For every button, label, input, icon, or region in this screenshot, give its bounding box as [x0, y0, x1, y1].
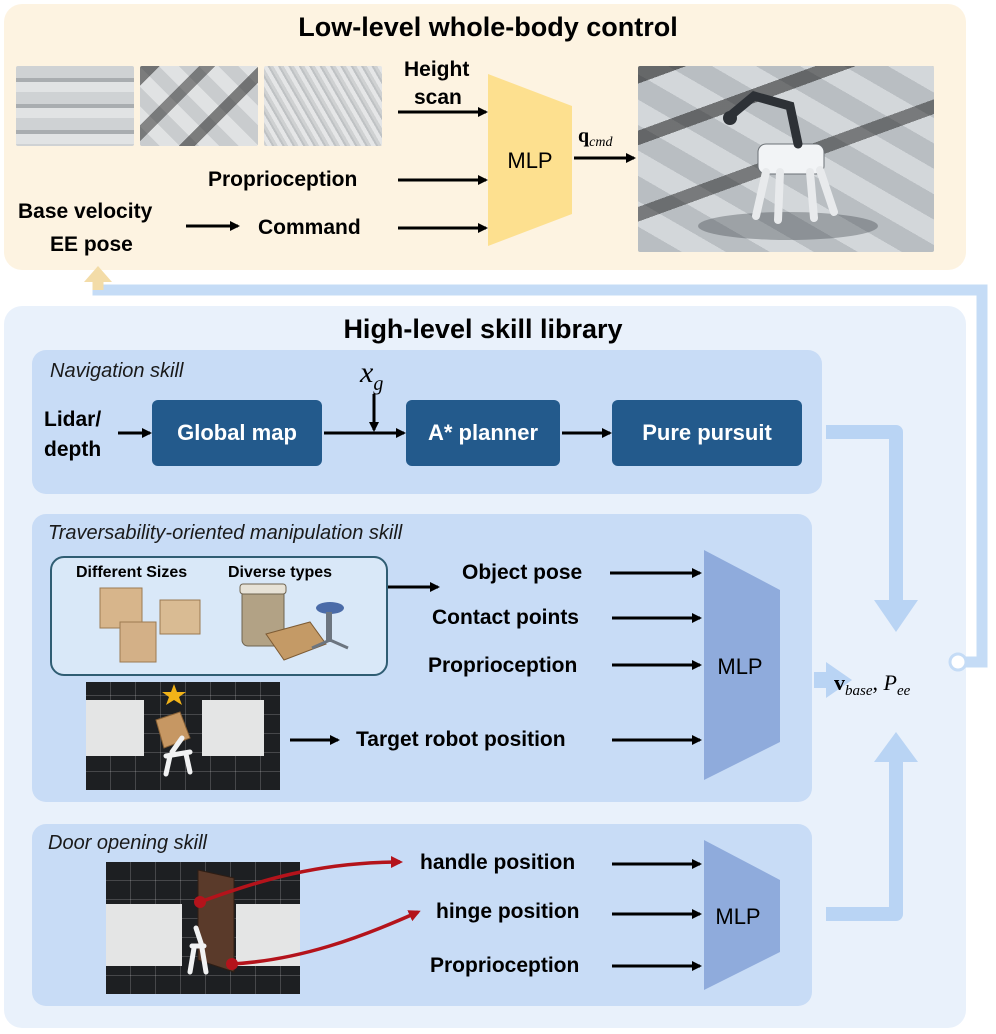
flow-arrows — [84, 266, 988, 921]
manip-to-output-head — [826, 662, 852, 698]
objects-illustration — [99, 583, 349, 663]
different-sizes-label: Different Sizes — [76, 564, 188, 581]
navigation-skill-title: Navigation skill — [50, 360, 184, 382]
nav-to-output-head — [874, 600, 918, 632]
door-proprioception-label: Proprioception — [430, 954, 580, 977]
q-cmd-label: qcmd — [578, 125, 613, 150]
robot-scene-image — [638, 66, 934, 252]
pure-pursuit-box: Pure pursuit — [612, 400, 802, 466]
base-velocity-label: Base velocity — [18, 200, 153, 223]
door-red-arrows — [194, 856, 421, 970]
door-mlp-block — [704, 840, 780, 990]
feedback-arrow-head — [84, 266, 112, 282]
low-level-arrows — [186, 107, 636, 233]
door-mlp-label: MLP — [715, 904, 760, 929]
door-to-output-head — [874, 732, 918, 762]
diverse-types-label: Diverse types — [228, 564, 333, 581]
manipulation-sim-image — [86, 682, 280, 790]
ee-pose-label: EE pose — [50, 233, 133, 256]
goal-xg-label: xg — [359, 356, 383, 395]
handle-position-label: handle position — [420, 851, 576, 874]
feedback-arrow-line — [92, 280, 988, 668]
proprioception-label: Proprioception — [208, 168, 358, 191]
global-map-box: Global map — [152, 400, 322, 466]
height-label-line1: Height — [404, 58, 470, 81]
manipulation-arrows — [290, 568, 702, 745]
terrain-stairs-image — [16, 66, 134, 146]
low-level-mlp-label: MLP — [507, 148, 552, 173]
astar-planner-box: A* planner — [406, 400, 560, 466]
low-level-mlp-block — [488, 74, 572, 246]
manipulation-skill-title: Traversability-oriented manipulation ski… — [48, 522, 403, 544]
target-robot-position-label: Target robot position — [356, 728, 566, 751]
output-connector-dot — [948, 652, 968, 672]
door-arrows — [612, 859, 702, 971]
navigation-arrows — [118, 394, 612, 438]
low-level-title: Low-level whole-body control — [298, 12, 678, 42]
nav-to-output-arrow — [826, 425, 903, 604]
high-level-title: High-level skill library — [343, 314, 623, 344]
manipulation-proprioception-label: Proprioception — [428, 654, 578, 677]
manipulation-mlp-block — [704, 550, 780, 780]
height-label-line2: scan — [414, 86, 462, 109]
terrain-blocks-image — [140, 66, 258, 146]
lidar-label-line2: depth — [44, 438, 102, 461]
object-pose-label: Object pose — [462, 561, 583, 584]
contact-points-label: Contact points — [432, 606, 579, 629]
lidar-label-line1: Lidar/ — [44, 408, 102, 431]
manipulation-scene — [86, 684, 264, 777]
output-vbase-pee-label: vbase, Pee — [834, 670, 911, 699]
manipulation-mlp-label: MLP — [717, 654, 762, 679]
robot-figure — [698, 91, 878, 240]
hinge-position-label: hinge position — [436, 900, 580, 923]
terrain-rough-image — [264, 66, 382, 146]
door-to-output-arrow — [826, 756, 903, 921]
command-label: Command — [258, 216, 361, 239]
door-skill-title: Door opening skill — [48, 832, 207, 854]
